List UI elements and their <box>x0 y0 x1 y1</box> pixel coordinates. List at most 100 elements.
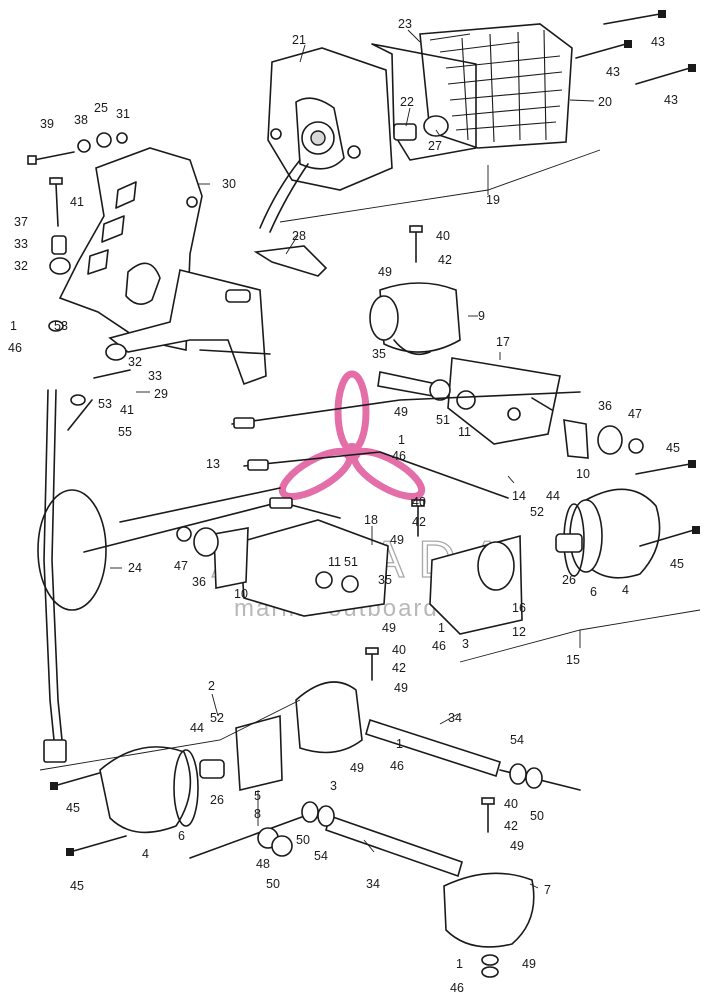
bushing-33 <box>51 235 67 255</box>
callout: 48 <box>256 857 270 871</box>
callout: 46 <box>8 341 22 355</box>
turn-signal-lens-4-right <box>569 488 661 579</box>
callout: 41 <box>70 195 84 209</box>
callout: 45 <box>66 801 80 815</box>
washers-54-50-upper <box>509 763 543 789</box>
callout: 36 <box>192 575 206 589</box>
callout: 40 <box>392 643 406 657</box>
bolt-41 <box>49 177 63 227</box>
bolt-55 <box>67 399 93 431</box>
tail-light-gasket <box>371 43 477 161</box>
mounting-bracket-30 <box>58 147 203 351</box>
callout: 15 <box>566 653 580 667</box>
main-cable <box>43 389 67 763</box>
leader-lines <box>39 29 701 889</box>
relay-bracket-17 <box>447 357 561 445</box>
callout: 49 <box>390 533 404 547</box>
callout: 40 <box>412 495 426 509</box>
callout: 28 <box>292 229 306 243</box>
callout: 42 <box>438 253 452 267</box>
callout: 1 <box>398 433 405 447</box>
callout: 3 <box>330 779 337 793</box>
callout: 44 <box>546 489 560 503</box>
callout: 40 <box>436 229 450 243</box>
callout: 49 <box>522 957 536 971</box>
callout: 50 <box>296 833 310 847</box>
bolt-39 <box>27 151 75 165</box>
turn-signal-housing-3-left <box>295 681 363 754</box>
grommet-32 <box>49 257 71 275</box>
turn-signal-lens-4-left <box>99 746 192 834</box>
callout: 1 <box>10 319 17 333</box>
callout: 46 <box>450 981 464 995</box>
callout: 19 <box>486 193 500 207</box>
callout: 10 <box>576 467 590 481</box>
callout: 45 <box>70 879 84 893</box>
callout: 9 <box>478 309 485 323</box>
turn-signal-base-16 <box>477 541 515 591</box>
tail-light-lens <box>419 23 573 149</box>
turn-signal-7 <box>443 872 535 948</box>
bolt-40-mid <box>411 499 425 537</box>
callout: 49 <box>382 621 396 635</box>
callout: 45 <box>670 557 684 571</box>
callout: 4 <box>142 847 149 861</box>
callout: 46 <box>392 449 406 463</box>
callout: 54 <box>510 733 524 747</box>
callout: 3 <box>462 637 469 651</box>
callout: 24 <box>128 561 142 575</box>
callout: 49 <box>394 405 408 419</box>
flasher-relay-9 <box>369 282 461 356</box>
turn-signal-gasket-8 <box>235 714 283 791</box>
bolt-40-bottom <box>481 797 495 833</box>
callout: 51 <box>436 413 450 427</box>
callout-numbers: 21 23 43 43 43 20 22 27 19 25 38 31 39 3… <box>8 17 684 995</box>
callout: 42 <box>392 661 406 675</box>
turn-signal-rim-6-left <box>173 749 199 827</box>
callout: 26 <box>210 793 224 807</box>
callout: 52 <box>530 505 544 519</box>
callout: 20 <box>598 95 612 109</box>
callout: 5 <box>254 789 261 803</box>
propeller-logo-icon <box>278 370 426 501</box>
turn-signal-bracket-18 <box>239 519 389 617</box>
stem-34-upper <box>365 718 581 791</box>
tail-light-bulb <box>393 115 449 141</box>
tail-light-wires <box>259 159 309 233</box>
turn-signal-socket-26-right <box>555 533 583 553</box>
callout: 26 <box>562 573 576 587</box>
callout: 29 <box>154 387 168 401</box>
callout: 34 <box>366 877 380 891</box>
callout: 6 <box>178 829 185 843</box>
plate-bracket-29 <box>108 269 271 386</box>
callout: 18 <box>364 513 378 527</box>
spacer-bar <box>377 371 451 401</box>
callout: 37 <box>14 215 28 229</box>
nut-47 <box>176 438 644 542</box>
bolts-43 <box>575 10 696 85</box>
callout: 40 <box>504 797 518 811</box>
callout: 49 <box>378 265 392 279</box>
tail-light-housing <box>267 47 393 191</box>
callout: 17 <box>496 335 510 349</box>
washers-54-50-lower <box>257 801 335 857</box>
callout: 38 <box>74 113 88 127</box>
callout: 32 <box>14 259 28 273</box>
callout: 49 <box>510 839 524 853</box>
callout: 4 <box>622 583 629 597</box>
callout: 7 <box>544 883 551 897</box>
callout: 27 <box>428 139 442 153</box>
callout: 36 <box>598 399 612 413</box>
callout: 13 <box>206 457 220 471</box>
washer-53 <box>48 320 86 406</box>
washer-49-bottom <box>481 954 499 978</box>
callout: 46 <box>432 639 446 653</box>
callout: 30 <box>222 177 236 191</box>
callout: 41 <box>120 403 134 417</box>
callout: 42 <box>504 819 518 833</box>
bolt-40-lower <box>365 647 379 681</box>
callout: 14 <box>512 489 526 503</box>
callout: 42 <box>412 515 426 529</box>
bolt-40-top <box>409 225 423 263</box>
